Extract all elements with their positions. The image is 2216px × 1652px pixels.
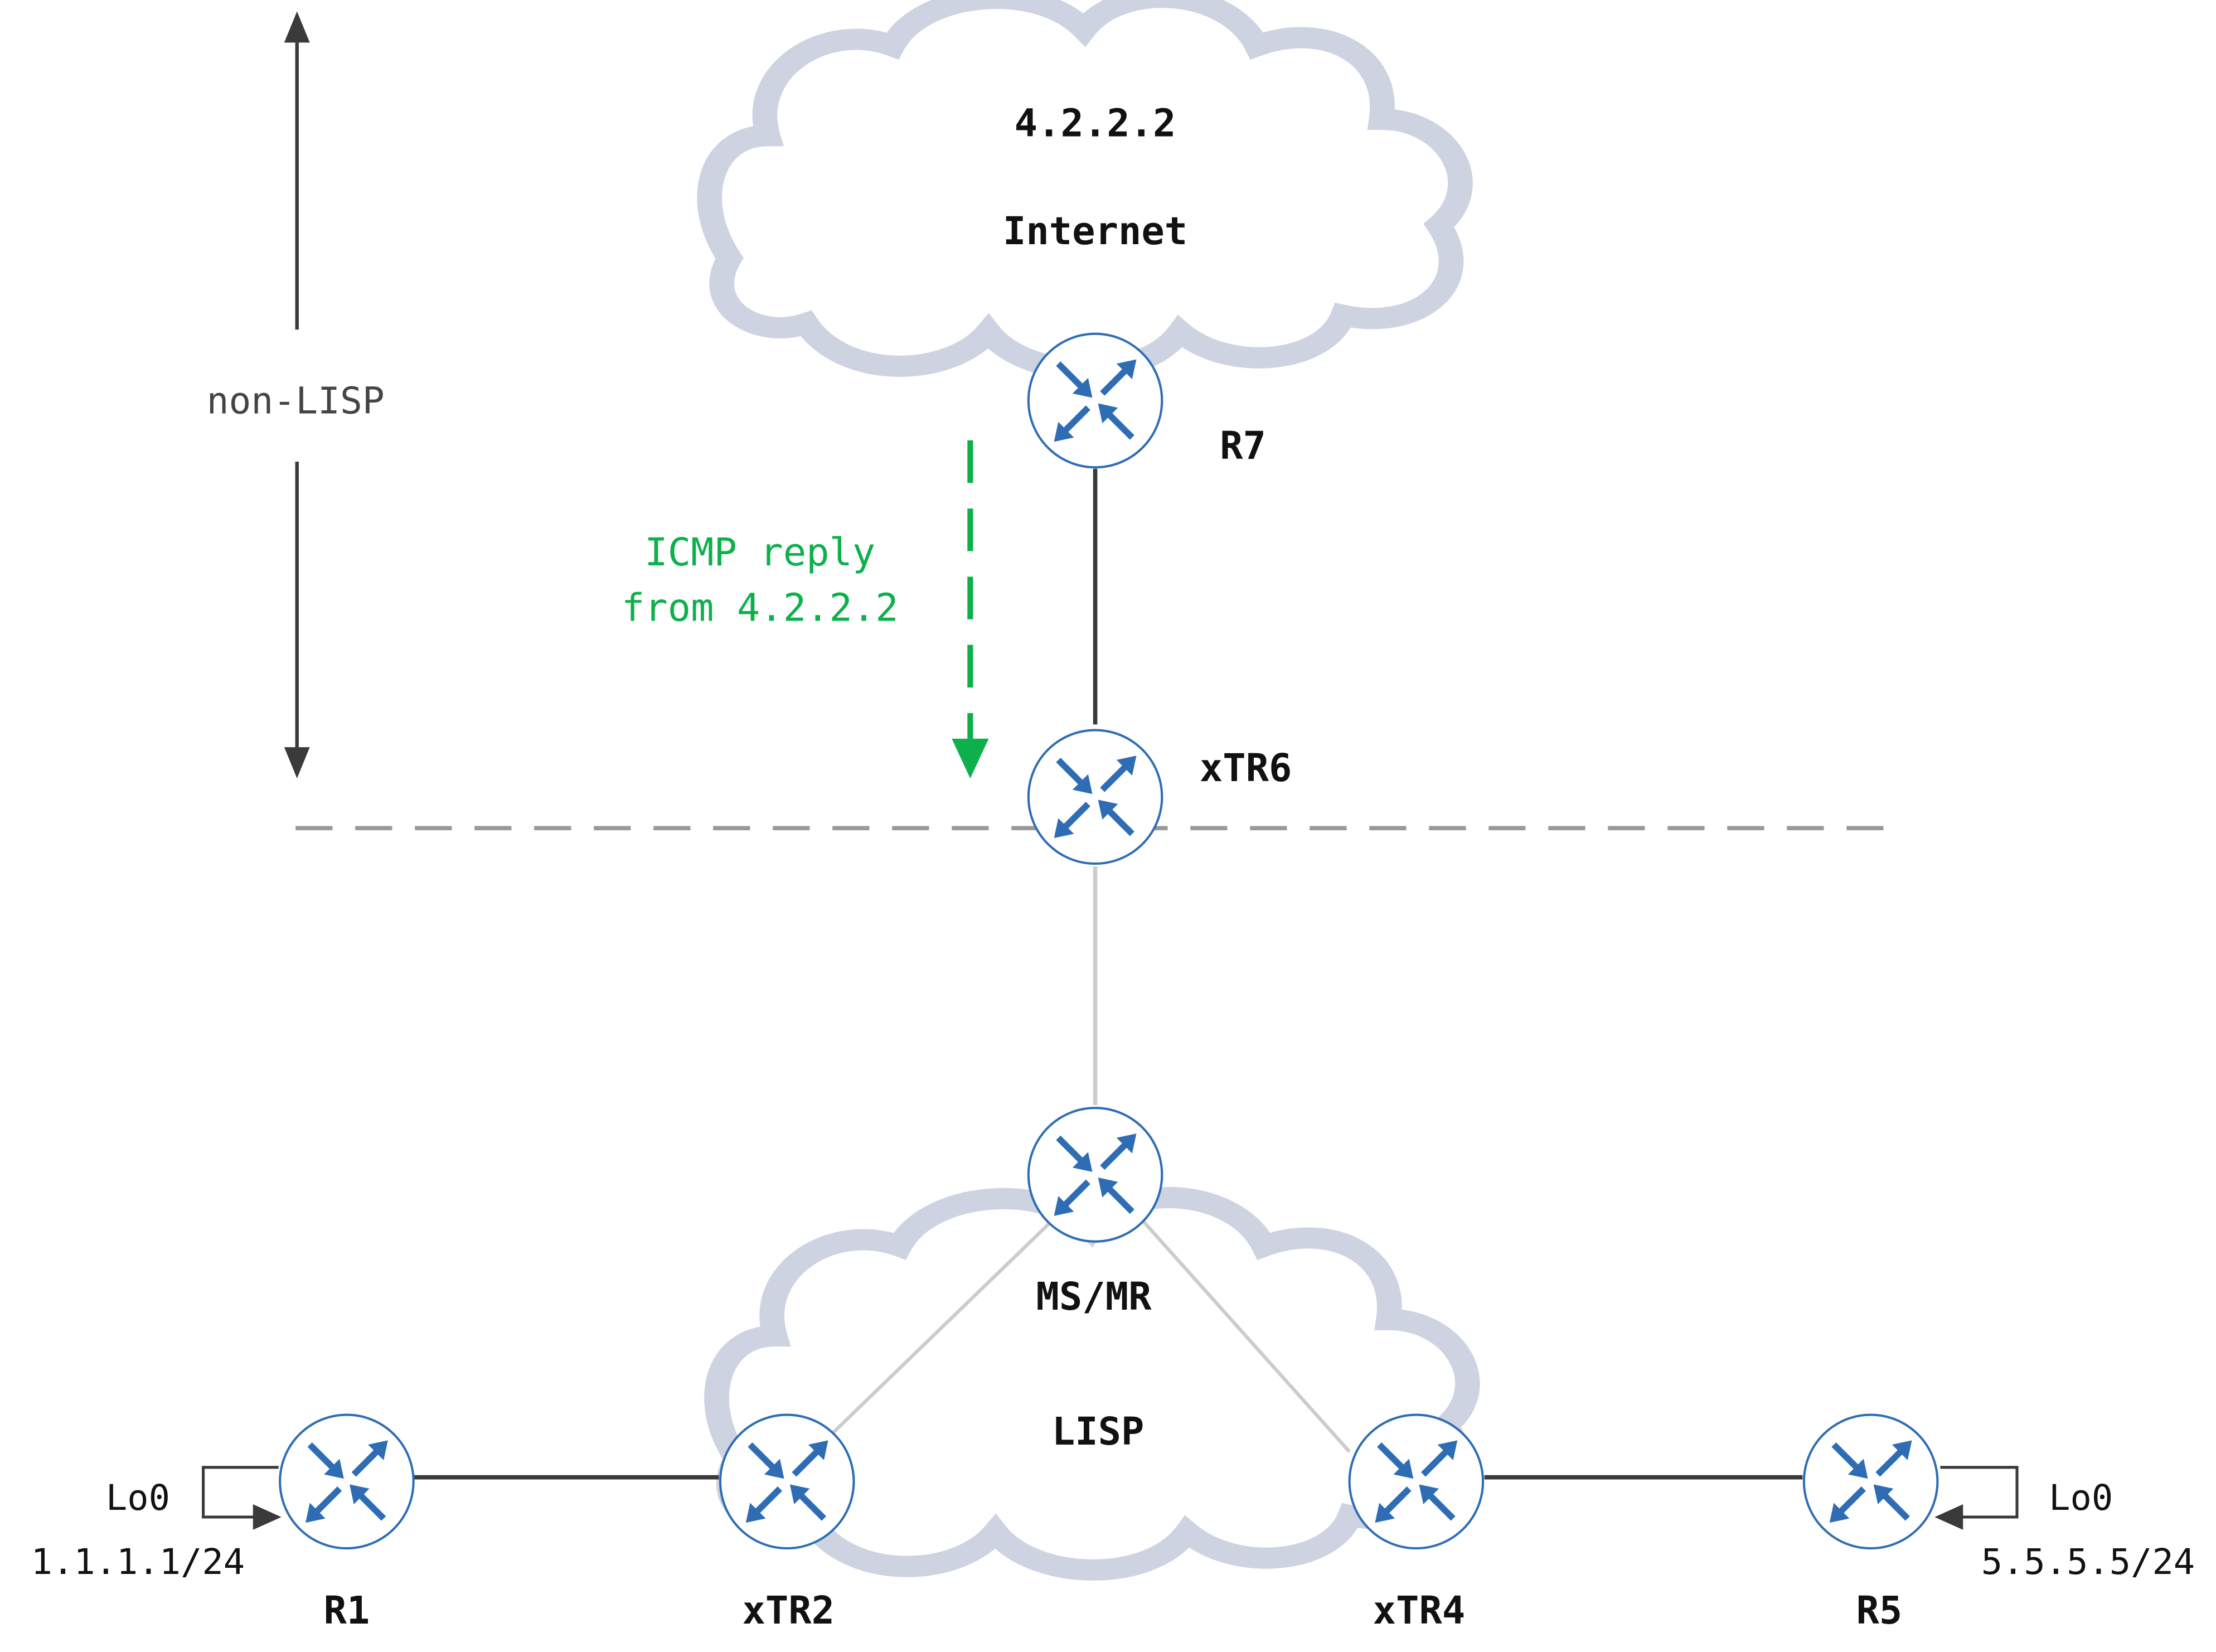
router-r1: [280, 1415, 413, 1548]
r1-loopback-name: Lo0: [106, 1477, 170, 1519]
router-xtr2-label: xTR2: [742, 1588, 835, 1633]
r1-loopback-address: 1.1.1.1/24: [31, 1542, 245, 1583]
router-icon: [1350, 1415, 1483, 1548]
internet-ip-label: 4.2.2.2: [1015, 101, 1176, 146]
lisp-cloud-label: LISP: [1052, 1409, 1145, 1454]
link-msmr-xtr2: [830, 1220, 1053, 1436]
router-xtr6-label: xTR6: [1200, 746, 1292, 791]
router-r5: [1804, 1415, 1937, 1548]
cloud-icon: [710, 0, 1461, 370]
arrow-down-icon: [952, 738, 989, 779]
icmp-reply-label-line2: from 4.2.2.2: [622, 585, 899, 630]
internet-label: Internet: [1003, 209, 1187, 254]
router-xtr6: [1029, 730, 1162, 864]
router-xtr4-label: xTR4: [1373, 1588, 1466, 1633]
arrow-up-icon: [284, 11, 310, 43]
router-msmr-label: MS/MR: [1036, 1275, 1152, 1319]
router-r7-label: R7: [1220, 424, 1266, 468]
router-r7: [1029, 334, 1162, 467]
router-r5-label: R5: [1856, 1588, 1903, 1633]
router-msmr: [1029, 1108, 1162, 1241]
router-xtr4: [1350, 1415, 1483, 1548]
r1-loopback-arrow: [202, 1466, 282, 1530]
non-lisp-label: non-LISP: [207, 379, 385, 422]
r5-loopback-arrow: [1934, 1466, 2019, 1530]
router-icon: [1804, 1415, 1937, 1548]
r5-loopback-name: Lo0: [2049, 1477, 2113, 1519]
router-icon: [720, 1415, 854, 1548]
loopback-arrow-icon: [253, 1504, 282, 1530]
internet-cloud: [710, 0, 1461, 370]
router-xtr2: [720, 1415, 854, 1548]
arrow-down-icon: [284, 747, 310, 779]
icmp-reply-arrow: [952, 440, 989, 779]
router-icon: [1029, 730, 1162, 864]
router-icon: [280, 1415, 413, 1548]
icmp-reply-label-line1: ICMP reply: [644, 530, 875, 575]
link-msmr-xtr4: [1142, 1220, 1351, 1453]
r5-loopback-address: 5.5.5.5/24: [1981, 1542, 2195, 1583]
non-lisp-span-arrow: [284, 11, 310, 779]
router-icon: [1029, 334, 1162, 467]
loopback-arrow-icon: [1934, 1504, 1963, 1530]
router-r1-label: R1: [324, 1588, 370, 1633]
router-icon: [1029, 1108, 1162, 1241]
